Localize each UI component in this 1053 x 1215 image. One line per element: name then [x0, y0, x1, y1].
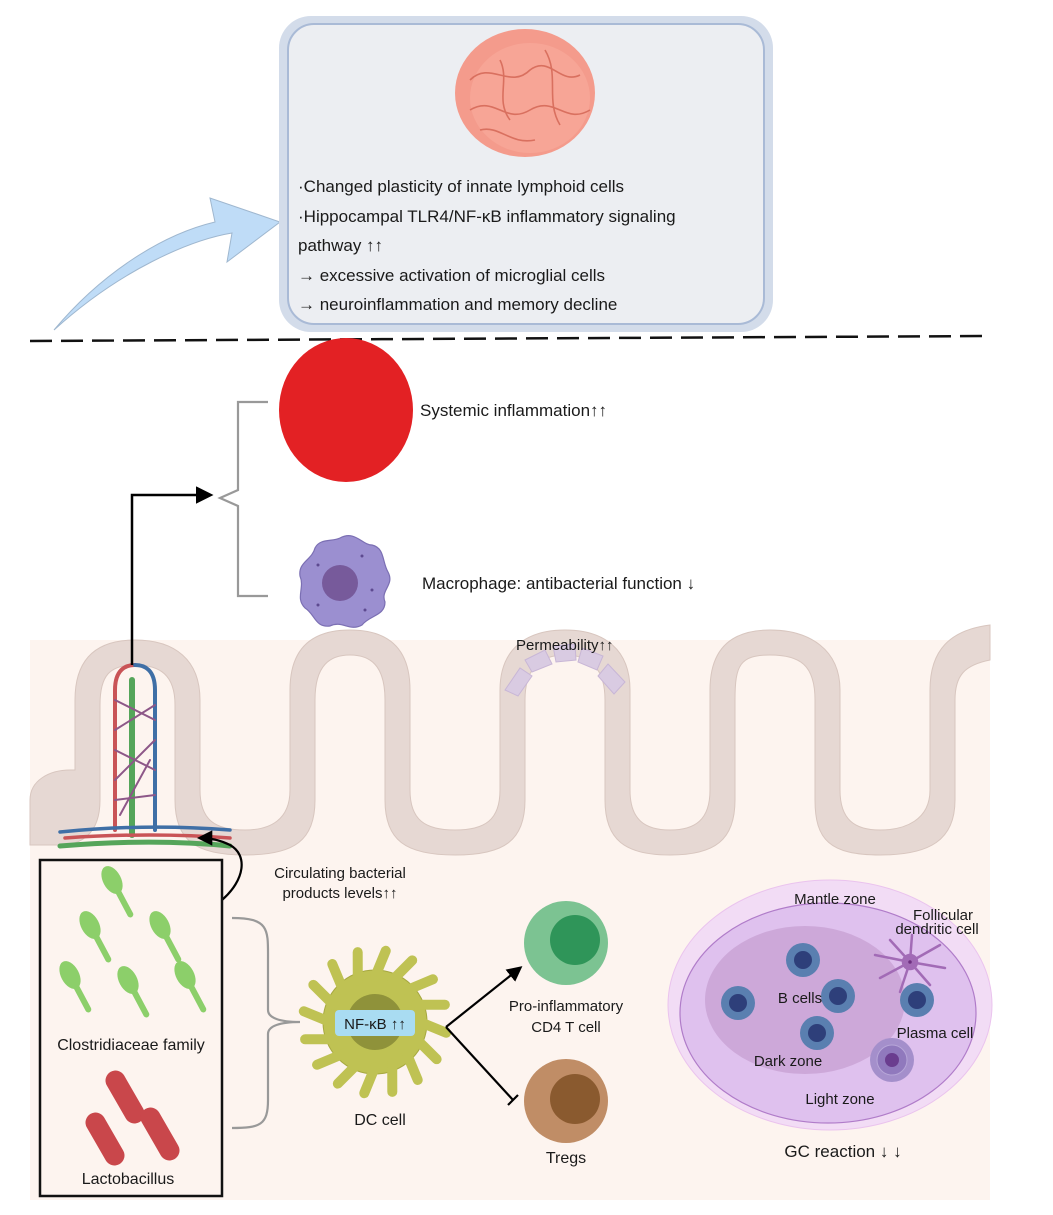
- clostridium-bacterium: [79, 911, 112, 963]
- clostridiaceae-label: Clostridiaceae family: [57, 1037, 205, 1054]
- dc-dendrite: [308, 979, 339, 1010]
- permeability-label: Permeability↑↑: [516, 637, 614, 654]
- brain-effect-line: pathway ↑↑: [298, 236, 384, 255]
- cd4-label-line2: CD4 T cell: [531, 1019, 600, 1036]
- circulation-arrow: [130, 486, 214, 665]
- dc-dendrite: [332, 1058, 363, 1089]
- b-cell-icon: [900, 983, 934, 1017]
- permeable-cells: [504, 643, 626, 697]
- clostridiaceae-bacteria: [59, 866, 207, 1018]
- plasma-cell-label: Plasma cell: [897, 1025, 974, 1042]
- dark-zone-label: Dark zone: [754, 1053, 822, 1070]
- dc-dendrite: [411, 1034, 442, 1065]
- treg-cell-icon: [524, 1059, 608, 1143]
- gut-brain-axis-arrow: [53, 197, 282, 331]
- lactobacillus-label: Lactobacillus: [82, 1171, 175, 1188]
- b-cell-icon: [800, 1016, 834, 1050]
- dc-dendrite: [327, 959, 349, 996]
- light-zone-label: Light zone: [805, 1091, 874, 1108]
- mantle-zone-label: Mantle zone: [794, 891, 876, 908]
- plasma-cell-icon: [870, 1038, 914, 1082]
- macrophage-icon: [299, 535, 391, 628]
- nfkb-label: NF-κB ↑↑: [344, 1016, 406, 1033]
- nfkb-badge: [335, 1010, 415, 1036]
- dc-cell-label: DC cell: [354, 1112, 406, 1129]
- cd4-label-line1: Pro-inflammatory: [509, 998, 624, 1015]
- blood-brain-separator-line: [29, 334, 991, 343]
- dc-dendrite: [359, 1062, 380, 1099]
- dc-dendrite: [401, 1048, 423, 1085]
- clostridium-bacterium: [149, 911, 182, 963]
- dc-dendrite: [387, 955, 418, 986]
- dc-dendrite: [370, 945, 391, 982]
- tregs-label: Tregs: [546, 1150, 586, 1167]
- intestinal-epithelium: [29, 624, 991, 856]
- circulating-label-line1: Circulating bacterial: [274, 865, 406, 882]
- follicular-label-line1: Follicular: [913, 907, 973, 924]
- systemic-inflammation-label: Systemic inflammation↑↑: [420, 401, 607, 420]
- lactobacillus-bacteria: [85, 1070, 180, 1166]
- systemic-bracket: [217, 400, 268, 598]
- macrophage-label: Macrophage: antibacterial function ↓: [422, 574, 695, 593]
- inhibition-bar: [507, 1094, 519, 1106]
- clostridium-bacterium: [174, 961, 207, 1013]
- inflammation-circle: [279, 338, 413, 482]
- dc-to-cd4-arrow: [445, 966, 523, 1028]
- cd4-t-cell-icon: [524, 901, 608, 985]
- microbiota-bracket: [231, 916, 301, 1130]
- clostridium-bacterium: [59, 961, 92, 1013]
- gc-reaction-label: GC reaction ↓ ↓: [784, 1142, 901, 1161]
- follicular-label-line2: dendritic cell: [895, 921, 978, 938]
- brain-effect-line: → neuroinflammation and memory decline: [298, 295, 618, 314]
- b-cell-icon: [786, 943, 820, 977]
- dc-dendrite: [415, 1017, 452, 1038]
- brain-effect-line: → excessive activation of microglial cel…: [298, 265, 606, 285]
- b-cell-icon: [721, 986, 755, 1020]
- dc-dendrite: [312, 1048, 349, 1070]
- clostridium-bacterium: [101, 866, 134, 918]
- b-cells-label: B cells: [778, 990, 822, 1007]
- b-cell-icon: [821, 979, 855, 1013]
- dc-dendrite: [401, 974, 438, 996]
- brain-icon: [455, 29, 595, 157]
- follicular-dendritic-cell-icon: [873, 933, 947, 994]
- b-cells: [721, 943, 934, 1050]
- villus-capillary: [57, 663, 233, 849]
- bacterial-products-arrow: [196, 830, 243, 901]
- dc-to-treg-inhibition: [445, 1026, 514, 1101]
- dc-dendrite: [298, 1006, 335, 1027]
- brain-effect-line: ·Hippocampal TLR4/NF-κB inflammatory sig…: [298, 206, 676, 226]
- brain-effect-line: ·Changed plasticity of innate lymphoid c…: [298, 177, 625, 196]
- clostridium-bacterium: [117, 966, 150, 1018]
- brain-box: [287, 23, 765, 325]
- brain-effects-text: ·Changed plasticity of innate lymphoid c…: [298, 172, 758, 320]
- circulating-label-line2: products levels↑↑: [282, 885, 397, 902]
